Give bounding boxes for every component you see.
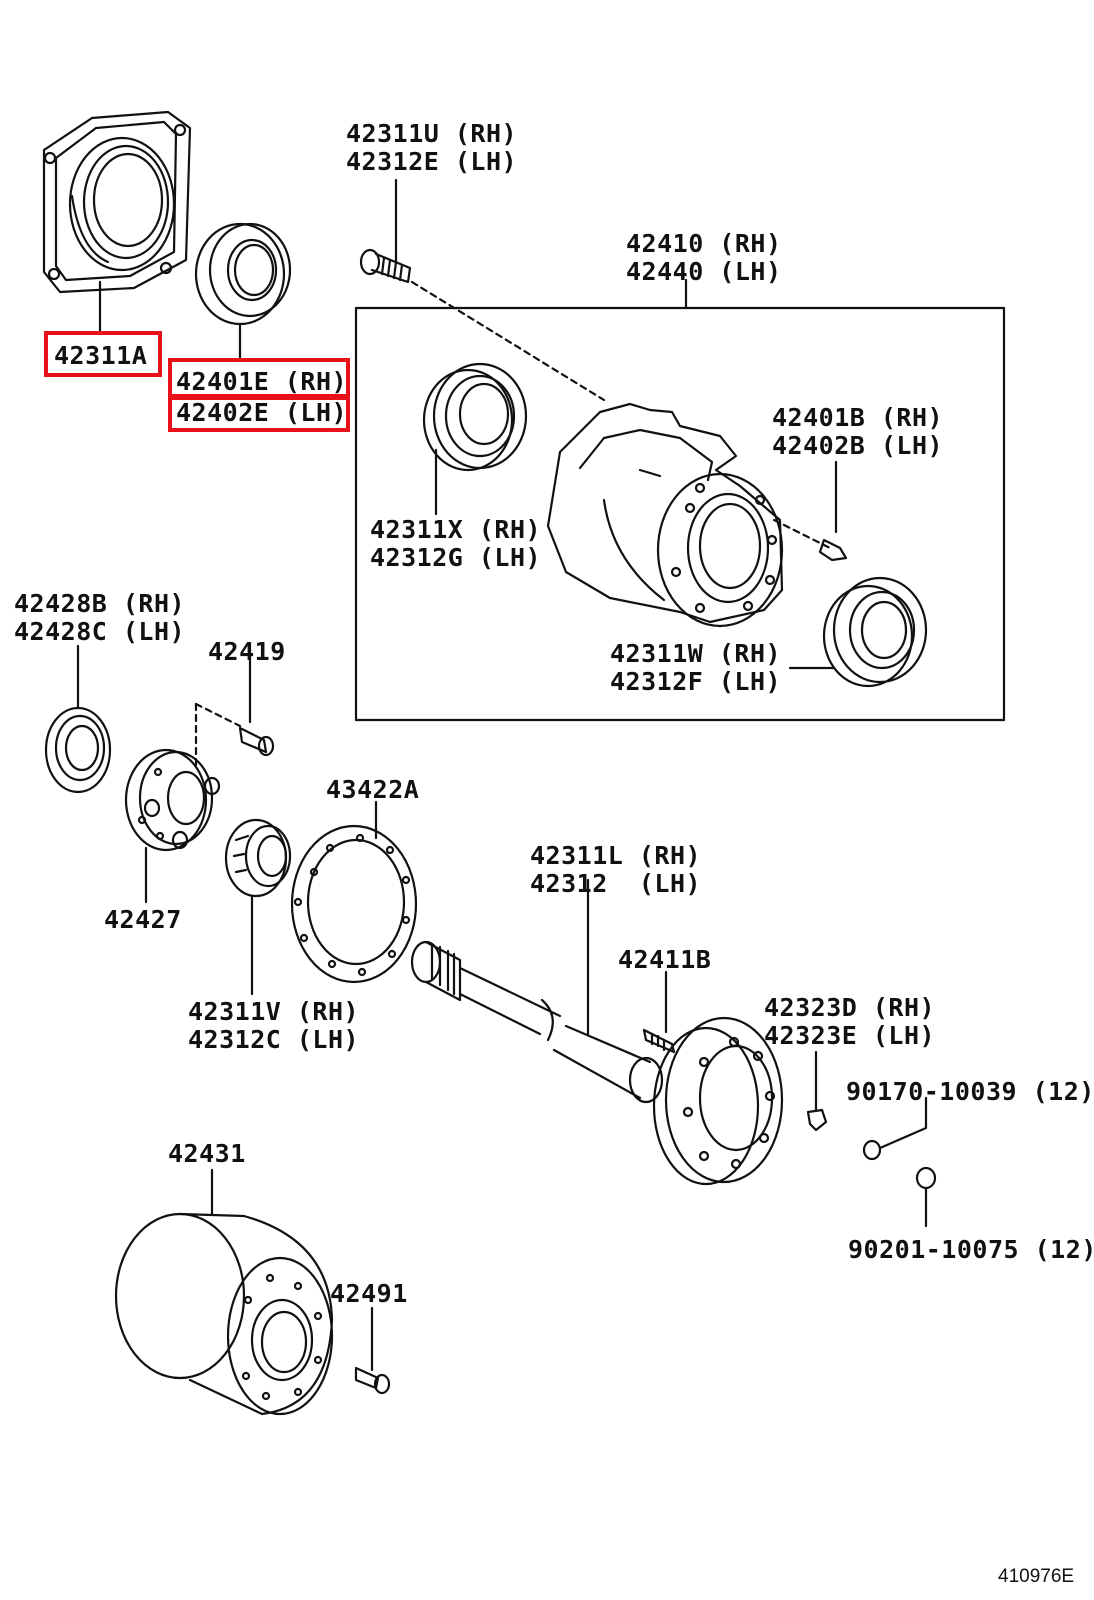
part-42411B-stud <box>642 970 676 1054</box>
label-90170[interactable]: 90170-10039 (12) <box>846 1077 1094 1106</box>
label-42427[interactable]: 42427 <box>104 905 182 934</box>
part-42491-screw <box>354 1306 391 1395</box>
highlight-42311A <box>44 331 162 377</box>
label-42312C[interactable]: 42312C (LH) <box>188 1025 360 1054</box>
part-hub-housing <box>546 402 832 628</box>
part-42419-bolt <box>194 648 275 772</box>
part-42401E-oil-seal <box>194 222 292 362</box>
label-42312G[interactable]: 42312G (LH) <box>370 543 542 572</box>
part-42431-brake-drum <box>114 1168 334 1416</box>
part-42427-flange <box>124 748 221 904</box>
label-42311U[interactable]: 42311U (RH) <box>346 119 518 148</box>
part-42311U-hub-bolt <box>359 178 606 402</box>
label-42410[interactable]: 42410 (RH) <box>626 229 782 258</box>
label-42428B[interactable]: 42428B (RH) <box>14 589 186 618</box>
label-42402B[interactable]: 42402B (LH) <box>772 431 944 460</box>
label-90201[interactable]: 90201-10075 (12) <box>848 1235 1094 1264</box>
part-42311X-bearing <box>422 362 528 516</box>
label-42419[interactable]: 42419 <box>208 637 286 666</box>
part-43422A-gasket <box>290 800 418 984</box>
label-42491[interactable]: 42491 <box>330 1279 408 1308</box>
label-42411B[interactable]: 42411B <box>618 945 712 974</box>
part-42311W-bearing <box>788 576 928 688</box>
part-42401B-pin <box>818 460 848 562</box>
part-90170-nut <box>862 1096 928 1161</box>
label-42312F[interactable]: 42312F (LH) <box>610 667 782 696</box>
label-42311W[interactable]: 42311W (RH) <box>610 639 782 668</box>
part-90201-nut <box>915 1166 937 1228</box>
label-42311V[interactable]: 42311V (RH) <box>188 997 360 1026</box>
figure-number: 410976E <box>998 1566 1075 1587</box>
part-42311A-retainer-plate <box>42 110 192 336</box>
label-42311X[interactable]: 42311X (RH) <box>370 515 542 544</box>
label-42440[interactable]: 42440 (LH) <box>626 257 782 286</box>
label-42311A[interactable]: 42311A <box>54 341 148 370</box>
label-42323E[interactable]: 42323E (LH) <box>764 1021 936 1050</box>
label-42428C[interactable]: 42428C (LH) <box>14 617 186 646</box>
part-42410-assembly-box <box>354 278 1006 722</box>
part-42311V-oil-seal <box>224 818 292 996</box>
part-42311L-axle-shaft <box>410 878 784 1186</box>
label-42402E[interactable]: 42402E (LH) <box>176 398 348 427</box>
part-42323D-fitting <box>806 1050 828 1132</box>
label-42312[interactable]: 42312 (LH) <box>530 869 702 898</box>
label-42401B[interactable]: 42401B (RH) <box>772 403 944 432</box>
label-42401E[interactable]: 42401E (RH) <box>176 367 348 396</box>
highlight-42402E <box>168 396 350 432</box>
label-42312E[interactable]: 42312E (LH) <box>346 147 518 176</box>
part-42428B-plate <box>44 644 112 794</box>
label-43422A[interactable]: 43422A <box>326 775 420 804</box>
label-42431[interactable]: 42431 <box>168 1139 246 1168</box>
label-42323D[interactable]: 42323D (RH) <box>764 993 936 1022</box>
label-42311L[interactable]: 42311L (RH) <box>530 841 702 870</box>
